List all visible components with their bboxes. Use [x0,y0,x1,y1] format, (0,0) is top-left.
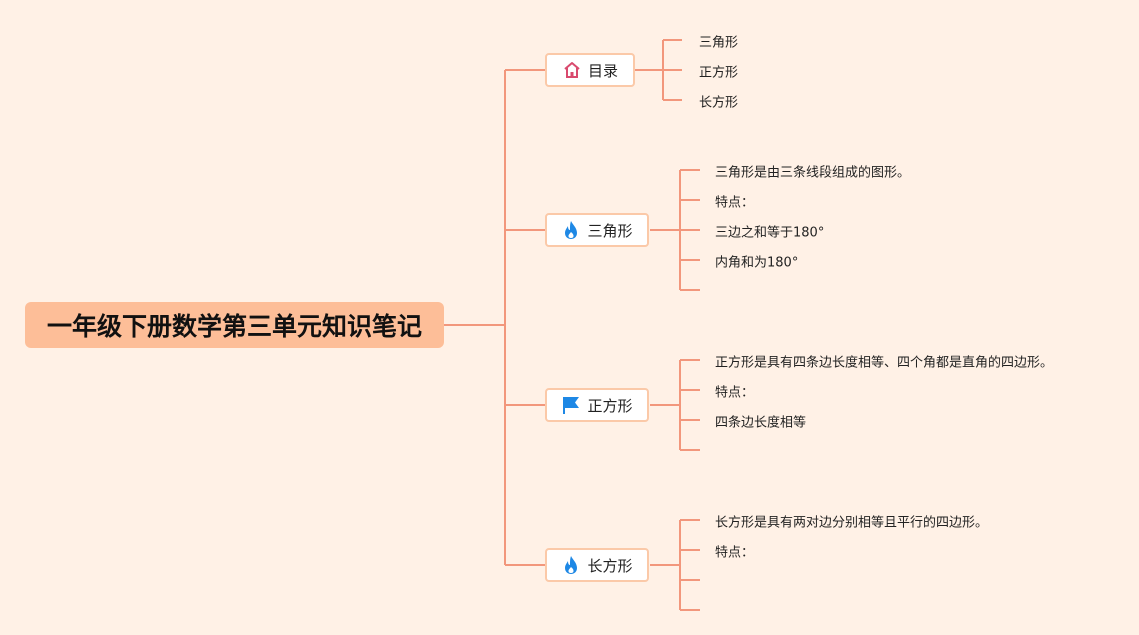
leaf-item[interactable]: 正方形是具有四条边长度相等、四个角都是直角的四边形。 [715,355,1054,371]
topic-square[interactable]: 正方形 [545,388,649,422]
home-icon [562,60,582,80]
topic-label: 长方形 [587,556,633,575]
leaf-item[interactable]: 内角和为180° [715,255,799,271]
root-topic[interactable]: 一年级下册数学第三单元知识笔记 [25,302,444,348]
fire-icon [561,555,581,575]
leaf-item[interactable]: 长方形 [699,95,739,111]
leaf-item[interactable]: 正方形 [699,65,739,81]
topic-label: 目录 [587,61,618,80]
flag-icon [561,395,581,415]
leaf-item[interactable]: 特点： [715,195,755,211]
leaf-item[interactable]: 特点： [715,385,755,401]
fire-icon [561,220,581,240]
leaf-item[interactable]: 三角形 [699,35,739,51]
leaf-item[interactable]: 四条边长度相等 [715,415,807,431]
topic-rectangle[interactable]: 长方形 [545,548,649,582]
leaf-item[interactable]: 长方形是具有两对边分别相等且平行的四边形。 [715,515,989,531]
leaf-item[interactable]: 特点： [715,545,755,561]
topic-label: 三角形 [587,221,633,240]
leaf-item[interactable]: 三角形是由三条线段组成的图形。 [715,165,911,181]
topic-contents[interactable]: 目录 [545,53,635,87]
topic-label: 正方形 [587,396,633,415]
topic-triangle[interactable]: 三角形 [545,213,649,247]
leaf-item[interactable]: 三边之和等于180° [715,225,825,241]
